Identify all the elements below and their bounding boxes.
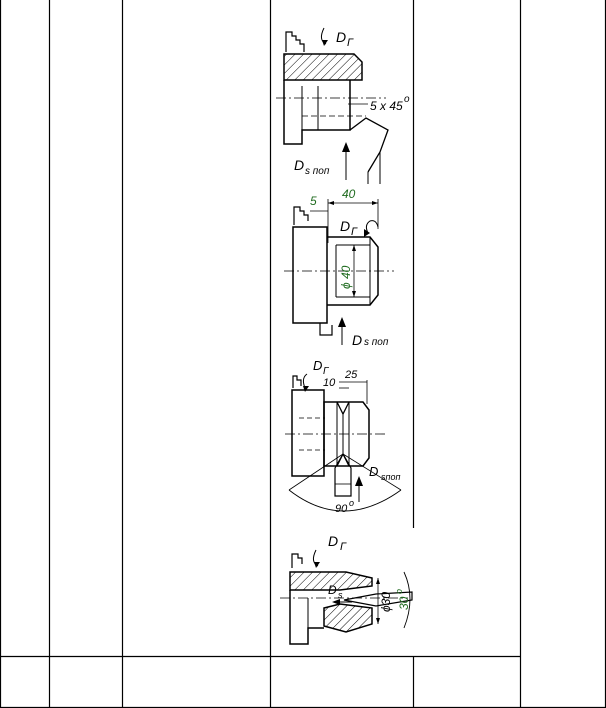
figure-vgroove-turning: D Г 10 25 90 o D sпоп xyxy=(285,358,402,515)
rotation-sub: Г xyxy=(323,366,330,377)
feed-label: D xyxy=(294,157,304,173)
chamfer-label: 5 x 45 xyxy=(370,99,403,113)
feed-label: D xyxy=(352,332,362,348)
rotation-label: D xyxy=(336,29,346,45)
dim-a: 10 xyxy=(323,377,336,389)
offset-dim: 5 xyxy=(310,194,317,208)
angle-deg: o xyxy=(349,498,354,508)
figure-chamfer-turning: D Г 5 x 45 o D s поп xyxy=(276,27,410,184)
feed-sub: s поп xyxy=(305,166,330,177)
rotation-sub: Г xyxy=(340,541,347,553)
feed-label: D xyxy=(369,464,378,479)
diameter-dim: ϕ 40 xyxy=(339,265,353,289)
diameter-dim: ϕ30 xyxy=(379,592,393,612)
angle-dim: 30 xyxy=(397,596,411,610)
rotation-label: D xyxy=(313,358,322,373)
angle-label: 90 xyxy=(335,503,348,515)
rotation-sub: Г xyxy=(351,226,358,238)
feed-sub: s xyxy=(338,590,343,600)
length-dim: 40 xyxy=(342,187,356,201)
rotation-sub: Г xyxy=(347,37,354,49)
dim-b: 25 xyxy=(344,369,358,381)
rotation-label: D xyxy=(340,218,350,234)
feed-sub: s поп xyxy=(364,337,389,348)
feed-sub: sпоп xyxy=(381,472,400,482)
feed-label: D xyxy=(328,583,337,597)
chamfer-deg: o xyxy=(404,94,410,105)
figure-groove-turning: 40 5 ϕ 40 D Г D s поп xyxy=(284,187,394,348)
angle-deg: o xyxy=(394,589,404,594)
figure-taper-boring: D Г ϕ30 30 o D s xyxy=(280,533,413,645)
rotation-label: D xyxy=(328,533,338,549)
